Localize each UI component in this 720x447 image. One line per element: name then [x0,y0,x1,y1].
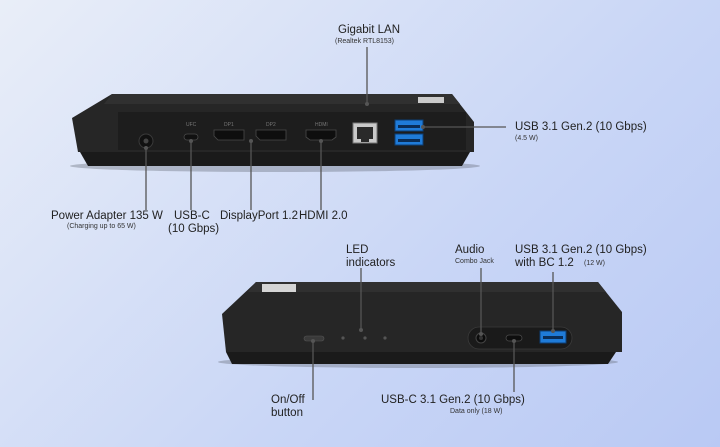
label-usb-bc-line2: with BC 1.2 [515,257,574,269]
dock-front-view [218,282,622,368]
dp1-port [213,129,245,141]
label-usbc-data-sub: Data only (18 W) [450,408,503,415]
led-indicator [341,336,345,340]
port-label-dp1: DP1 [224,122,234,128]
label-usbc-line1: USB-C [174,210,210,222]
label-displayport: DisplayPort 1.2 [220,210,298,222]
led-indicator [383,336,387,340]
label-usbc-data: USB-C 3.1 Gen.2 (10 Gbps) [381,394,525,406]
label-hdmi: HDMI 2.0 [299,210,348,222]
label-led-line2: indicators [346,257,396,269]
port-label-usbc: UFC [186,122,197,128]
led-indicator [363,336,367,340]
label-gigabit-lan-sub: (Realtek RTL8153) [335,38,395,45]
label-gigabit-lan: Gigabit LAN [338,24,401,36]
label-audio-sub: Combo Jack [455,258,494,265]
label-usb31-gen2-sub: (4.5 W) [515,135,538,142]
label-usb31-gen2: USB 3.1 Gen.2 (10 Gbps) [515,121,647,133]
hdmi-port [305,129,337,141]
label-power-adapter-sub: (Charging up to 65 W) [67,223,136,230]
label-usb-bc-line1: USB 3.1 Gen.2 (10 Gbps) [515,244,647,256]
port-label-dp2: DP2 [266,122,276,128]
label-onoff-line2: button [271,407,303,419]
label-audio: Audio [455,244,485,256]
dp2-port [255,129,287,141]
label-usbc-line2: (10 Gbps) [168,223,220,235]
label-led-line1: LED [346,244,369,256]
dock-back-view [70,94,480,172]
leader-lines-back [144,47,506,210]
label-usb-bc-sub: (12 W) [584,260,605,267]
label-power-adapter: Power Adapter 135 W [51,210,163,222]
label-onoff-line1: On/Off [271,394,305,406]
leader-lines-front [311,268,555,400]
port-label-hdmi: HDMI [315,122,328,128]
